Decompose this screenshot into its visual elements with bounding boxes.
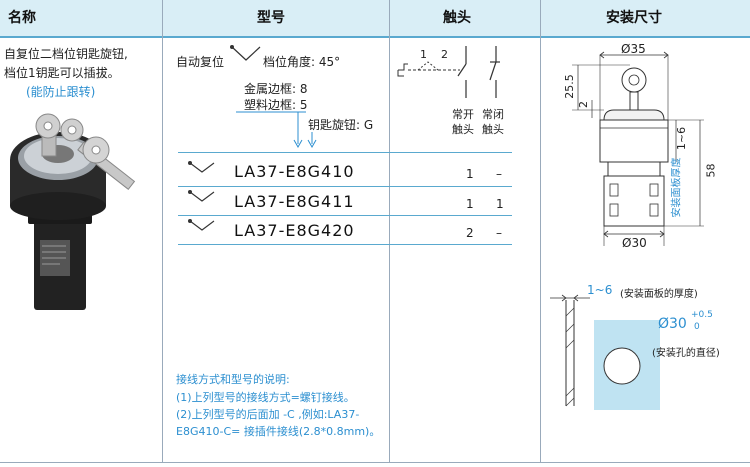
dim-panel-thickness-label: 安装面板厚度 xyxy=(671,157,683,218)
header-dimensions: 安装尺寸 xyxy=(606,10,662,26)
key-knob-label: 钥匙旋钮: G xyxy=(308,118,374,132)
hole-tolerance-plus: +0.5 xyxy=(691,310,713,320)
hole-diameter-label: (安装孔的直径) xyxy=(652,348,720,359)
column-divider xyxy=(162,0,163,462)
dim-bottom-diameter: Ø30 xyxy=(622,236,647,250)
model-row-2-no: 1 xyxy=(466,197,474,211)
notes-line2a: (2)上列型号的后面加 -C ,例如:LA37- xyxy=(176,408,360,421)
model-row-3-nc: – xyxy=(496,226,502,240)
model-code-leader-lines xyxy=(236,111,317,149)
model-row-1-no: 1 xyxy=(466,167,474,181)
panel-thickness-label: (安装面板的厚度) xyxy=(620,289,698,300)
description-line1: 自复位二档位钥匙旋钮, xyxy=(4,47,128,61)
dim-thickness: 1~6 xyxy=(675,126,689,151)
row-divider xyxy=(178,215,512,216)
description-line2: 档位1钥匙可以插拔。 xyxy=(4,66,120,80)
hole-tolerance-zero: 0 xyxy=(694,322,700,332)
contact-nc-label-bottom: 触头 xyxy=(482,123,504,136)
table-header xyxy=(0,0,750,38)
model-row-1-name: LA37-E8G410 xyxy=(234,162,355,181)
panel-thickness-value: 1~6 xyxy=(587,283,613,297)
panel-cutout-drawing xyxy=(550,294,660,410)
column-divider xyxy=(389,0,390,462)
contact-no-label-top: 常开 xyxy=(452,108,474,121)
product-photo-image xyxy=(10,113,136,310)
contact-pos2: 2 xyxy=(441,48,448,61)
dim-total-height: 58 xyxy=(704,163,718,178)
angle-label: 档位角度: 45° xyxy=(263,55,341,69)
switch-symbol-icon xyxy=(188,161,215,231)
table-bottom-border xyxy=(0,462,750,463)
plastic-frame-label: 塑料边框: 5 xyxy=(244,98,308,112)
auto-reset-label: 自动复位 xyxy=(176,55,225,69)
header-model: 型号 xyxy=(257,10,285,26)
dim-height-1: 25.5 xyxy=(562,74,576,99)
model-row-3-name: LA37-E8G420 xyxy=(234,221,355,240)
dim-height-2: 2 xyxy=(577,101,590,108)
model-row-2-nc: 1 xyxy=(496,197,504,211)
hole-diameter: Ø30 xyxy=(658,316,687,332)
description-line3: (能防止跟转) xyxy=(26,85,96,99)
contact-schematic-diagram xyxy=(397,46,500,98)
model-row-1-nc: – xyxy=(496,167,502,181)
notes-line1: (1)上列型号的接线方式=螺钉接线。 xyxy=(176,391,355,404)
row-divider xyxy=(178,186,512,187)
header-name: 名称 xyxy=(8,10,36,26)
notes-title: 接线方式和型号的说明: xyxy=(176,373,290,386)
row-divider xyxy=(178,244,512,245)
dimension-drawing xyxy=(572,51,704,246)
dim-top-diameter: Ø35 xyxy=(621,42,646,56)
model-row-3-no: 2 xyxy=(466,226,474,240)
row-divider xyxy=(178,152,512,153)
column-divider xyxy=(540,0,541,462)
contact-nc-label-top: 常闭 xyxy=(482,108,504,121)
contact-pos1: 1 xyxy=(420,48,427,61)
rotation-angle-icon xyxy=(230,45,261,61)
contact-no-label-bottom: 触头 xyxy=(452,123,474,136)
header-contact: 触头 xyxy=(443,10,471,26)
metal-frame-label: 金属边框: 8 xyxy=(244,82,308,96)
model-row-2-name: LA37-E8G411 xyxy=(234,192,355,211)
notes-line2b: E8G410-C= 接插件接线(2.8*0.8mm)。 xyxy=(176,425,381,438)
